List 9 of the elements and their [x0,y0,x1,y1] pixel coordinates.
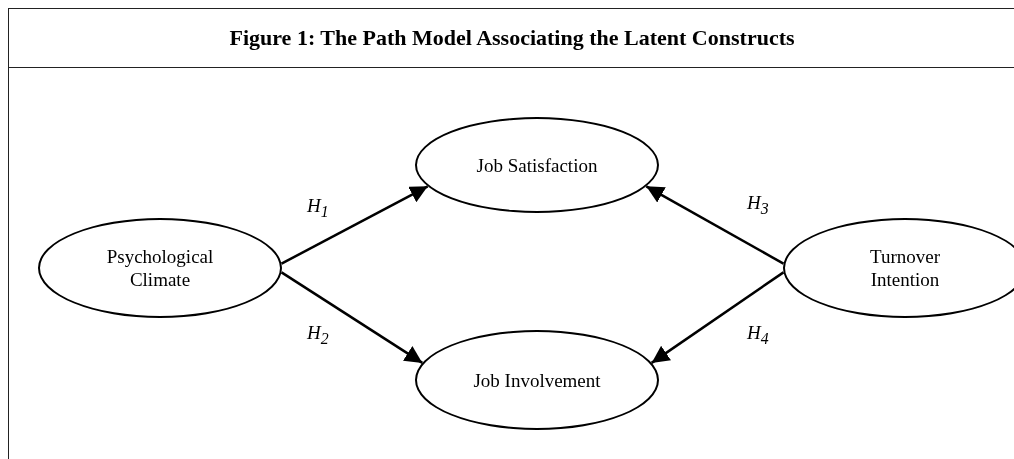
construct-label: Job Involvement [472,368,602,392]
construct-label: Turnover Intention [869,245,941,291]
construct-label: Psychological Climate [105,245,215,291]
arrow [645,185,785,265]
arrow [280,185,429,265]
arrow [280,271,424,364]
arrow [650,271,785,364]
construct-label: Job Satisfaction [475,153,599,177]
figure-title: Figure 1: The Path Model Associating the Latent Constructs [229,25,795,51]
